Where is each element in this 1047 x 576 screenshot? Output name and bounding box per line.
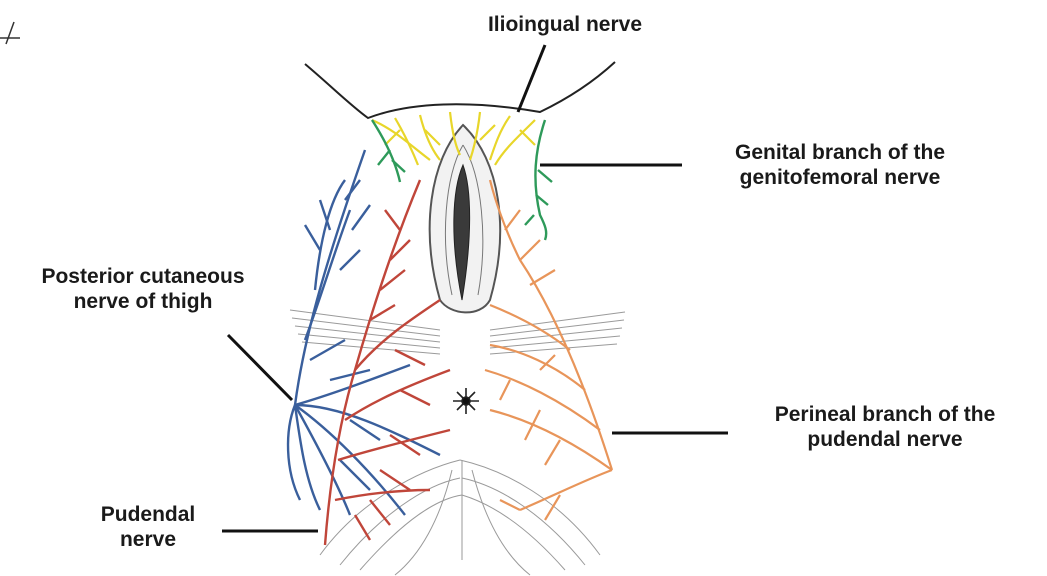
perineal-label-line1: Perineal branch of the bbox=[730, 402, 1040, 427]
posterior-label-line2: nerve of thigh bbox=[8, 289, 278, 314]
perineal-label-line2: pudendal nerve bbox=[730, 427, 1040, 452]
anatomy-gray bbox=[290, 125, 625, 575]
pudendal-label-line2: nerve bbox=[78, 527, 218, 552]
posterior-cutaneous-nerve-branches bbox=[288, 150, 440, 515]
pudendal-nerve-label: Pudendal nerve bbox=[78, 502, 218, 552]
ilioinguinal-nerve-label: Ilioingual nerve bbox=[460, 12, 670, 37]
perineal-nerve-branches bbox=[485, 180, 612, 520]
ilioinguinal-label-line1: Ilioingual nerve bbox=[460, 12, 670, 37]
ilioinguinal-leader bbox=[518, 45, 545, 112]
pudendal-label-line1: Pudendal bbox=[78, 502, 218, 527]
posterior-cutaneous-label: Posterior cutaneous nerve of thigh bbox=[8, 264, 278, 314]
body-outline bbox=[305, 62, 615, 118]
starburst-icon bbox=[453, 388, 479, 414]
genital-label-line1: Genital branch of the bbox=[690, 140, 990, 165]
genital-branch-label: Genital branch of the genitofemoral nerv… bbox=[690, 140, 990, 190]
posterior-label-line1: Posterior cutaneous bbox=[8, 264, 278, 289]
genital-label-line2: genitofemoral nerve bbox=[690, 165, 990, 190]
perineal-branch-label: Perineal branch of the pudendal nerve bbox=[730, 402, 1040, 452]
pen-stroke-icon bbox=[0, 22, 20, 44]
posterior-leader bbox=[228, 335, 292, 400]
